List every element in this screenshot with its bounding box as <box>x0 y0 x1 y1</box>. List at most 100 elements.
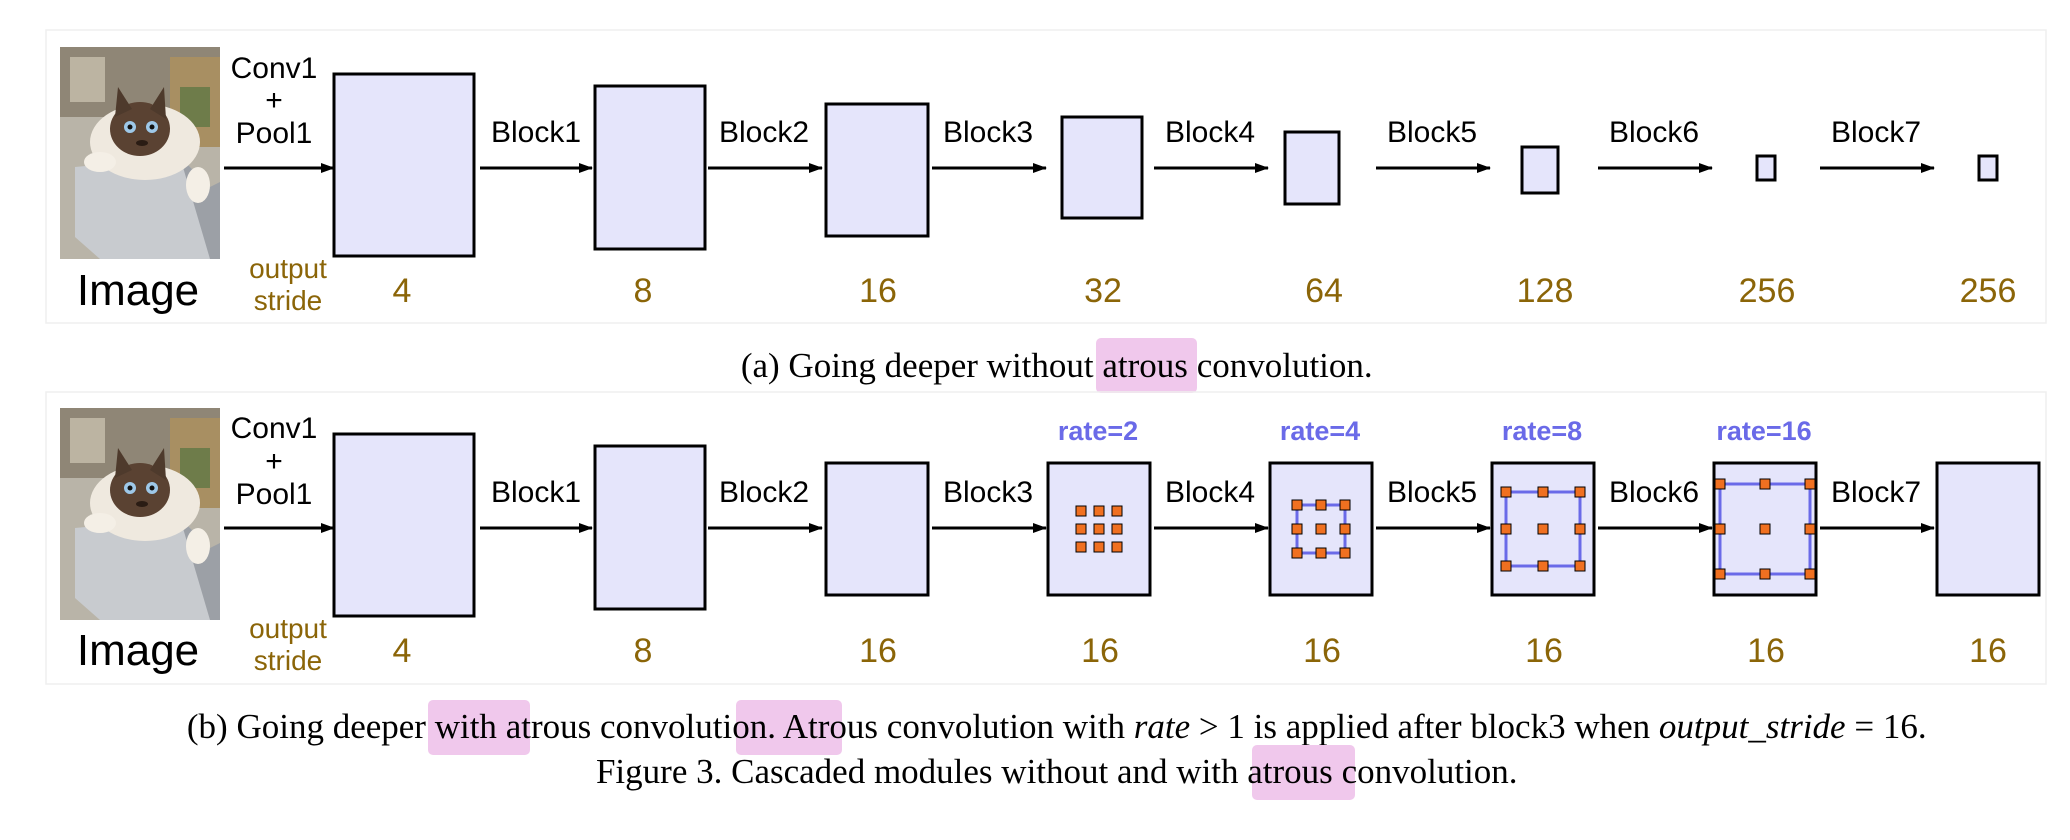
rate-label: rate=2 <box>1058 416 1138 446</box>
caption-a: (a) Going deeper without atrous convolut… <box>680 338 1417 393</box>
caption-text: convolution. <box>1333 752 1518 791</box>
caption-text: = 16. <box>1846 707 1927 746</box>
block-label: Block3 <box>943 116 1033 149</box>
image-label: Image <box>77 626 199 675</box>
stride-value: 16 <box>1969 632 2007 670</box>
rate-label: rate=16 <box>1716 416 1811 446</box>
caption-text: (a) Going deeper without <box>741 346 1103 385</box>
cat-photo-icon <box>60 47 220 259</box>
kernel-sample-point <box>1315 499 1327 511</box>
panel-b-frame <box>45 391 2047 685</box>
stride-value: 16 <box>1525 632 1563 670</box>
feature-map-box <box>824 461 930 597</box>
caption-highlight: atrous <box>506 707 592 746</box>
plus-label: + <box>265 445 283 478</box>
stride-value: 64 <box>1305 272 1343 310</box>
feature-map-box <box>824 102 930 238</box>
rate-label: rate=4 <box>1280 416 1360 446</box>
block-label: Block1 <box>491 476 581 509</box>
kernel-sample-point <box>1339 499 1351 511</box>
kernel-sample-point <box>1537 560 1549 572</box>
block-label: Block4 <box>1165 476 1255 509</box>
kernel-sample-point <box>1537 486 1549 498</box>
kernel-sample-point <box>1075 523 1087 535</box>
svg-text:(b) Going deeper with atrous c: (b) Going deeper with atrous convolution… <box>126 707 1971 746</box>
figure-caption: Figure 3. Cascaded modules without and w… <box>535 745 1562 800</box>
stride-value: 16 <box>1081 632 1119 670</box>
kernel-sample-point <box>1339 547 1351 559</box>
panel-a-frame <box>45 29 2047 324</box>
feature-map-box <box>1520 145 1560 195</box>
stride-value: 16 <box>1303 632 1341 670</box>
svg-text:(a) Going deeper without atrou: (a) Going deeper without atrous convolut… <box>680 346 1417 385</box>
caption-b: (b) Going deeper with atrous convolution… <box>126 700 1971 755</box>
feature-map-box <box>1060 115 1144 220</box>
kernel-sample-point <box>1574 486 1586 498</box>
block-label: Block5 <box>1387 116 1477 149</box>
feature-map-box <box>593 84 707 251</box>
caption-math: rate <box>1134 707 1190 746</box>
kernel-sample-point <box>1574 560 1586 572</box>
conv1-label: Conv1 <box>231 412 318 445</box>
feature-map-box <box>1935 461 2041 597</box>
kernel-sample-point <box>1804 523 1816 535</box>
kernel-sample-point <box>1804 478 1816 490</box>
kernel-sample-point <box>1075 541 1087 553</box>
kernel-sample-point <box>1093 505 1105 517</box>
feature-map-box <box>1283 130 1341 206</box>
stride-value: 16 <box>1747 632 1785 670</box>
pool1-label: Pool1 <box>236 117 313 150</box>
feature-map-box <box>332 432 476 618</box>
plus-label: + <box>265 84 283 117</box>
kernel-sample-point <box>1574 523 1586 535</box>
kernel-sample-point <box>1537 523 1549 535</box>
kernel-sample-point <box>1500 486 1512 498</box>
block-label: Block6 <box>1609 476 1699 509</box>
stride-value: 4 <box>393 272 412 310</box>
kernel-sample-point <box>1315 523 1327 535</box>
atrous-kernel-grids <box>1075 478 1816 580</box>
caption-highlight: atrous <box>1247 752 1333 791</box>
pool1-label: Pool1 <box>236 478 313 511</box>
block-label: Block2 <box>719 476 809 509</box>
feature-map-box <box>332 72 476 258</box>
stride-value: 8 <box>634 632 653 670</box>
stride-value: 128 <box>1517 272 1574 310</box>
kernel-sample-point <box>1759 523 1771 535</box>
kernel-sample-point <box>1111 523 1123 535</box>
caption-text: convolution. <box>591 707 783 746</box>
stride-value: 16 <box>859 272 897 310</box>
output-stride-label: stride <box>254 285 322 316</box>
kernel-sample-point <box>1093 523 1105 535</box>
kernel-sample-point <box>1291 499 1303 511</box>
stride-value: 256 <box>1960 272 2017 310</box>
output-stride-label: output <box>249 613 327 644</box>
block-label: Block1 <box>491 116 581 149</box>
kernel-sample-point <box>1315 547 1327 559</box>
block-label: Block5 <box>1387 476 1477 509</box>
kernel-sample-point <box>1291 547 1303 559</box>
feature-map-box <box>1755 154 1777 182</box>
block-label: Block7 <box>1831 476 1921 509</box>
kernel-sample-point <box>1714 523 1726 535</box>
caption-text: convolution. <box>1188 346 1373 385</box>
stride-value: 4 <box>393 632 412 670</box>
feature-map-box <box>593 444 707 611</box>
kernel-sample-point <box>1500 523 1512 535</box>
kernel-sample-point <box>1804 568 1816 580</box>
rate-label: rate=8 <box>1502 416 1582 446</box>
highlight-box <box>1096 338 1197 393</box>
kernel-sample-point <box>1759 568 1771 580</box>
block-label: Block4 <box>1165 116 1255 149</box>
output-stride-label: stride <box>254 645 322 676</box>
kernel-sample-point <box>1339 523 1351 535</box>
stride-value: 16 <box>859 632 897 670</box>
stride-value: 8 <box>634 272 653 310</box>
output-stride-label: output <box>249 253 327 284</box>
cat-photo-icon <box>60 408 220 620</box>
caption-math: output_stride <box>1659 707 1846 746</box>
block-label: Block6 <box>1609 116 1699 149</box>
svg-text:Figure 3. Cascaded modules wit: Figure 3. Cascaded modules without and w… <box>535 752 1562 791</box>
highlight-box <box>428 700 530 755</box>
